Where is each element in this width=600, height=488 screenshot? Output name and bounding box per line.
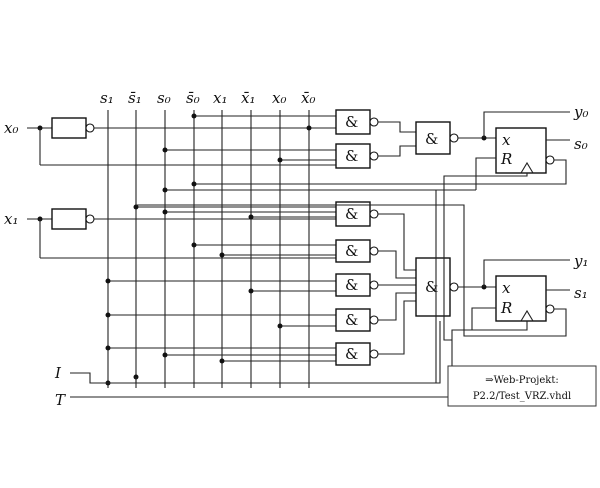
- ff1-r-label: R: [500, 299, 512, 317]
- column-labels: s₁ s̄₁ s₀ s̄₀ x₁ x̄₁ x₀ x̄₀: [100, 89, 315, 107]
- input-x1: x₁: [4, 208, 336, 259]
- inverter-bubble-x0: [85, 123, 95, 133]
- gate-label-8: &: [425, 130, 438, 148]
- output-label-s0: s₀: [574, 135, 588, 153]
- col-label-x0-bar: x̄₀: [301, 89, 315, 107]
- note-line-1: ⇒Web-Projekt:: [485, 375, 559, 386]
- gate-label-4: &: [345, 242, 358, 260]
- output-label-y0: y₀: [573, 103, 589, 121]
- gate-label-7: &: [345, 345, 358, 363]
- buffer-x1: [51, 208, 87, 230]
- col-label-s0-bar: s̄₀: [186, 89, 200, 107]
- output-label-s1: s₁: [574, 284, 588, 302]
- buffer-x0: [51, 117, 87, 139]
- gate-label-2: &: [345, 147, 358, 165]
- nand-gate-2: [335, 143, 371, 169]
- col-label-x1: x₁: [213, 89, 227, 107]
- col-label-s0: s₀: [157, 89, 171, 107]
- bus-lines: [107, 110, 310, 388]
- flipflop-1-box: [495, 275, 547, 322]
- col-label-x1-bar: x̄₁: [241, 89, 255, 107]
- note-box: [447, 365, 597, 407]
- gate-label-6: &: [345, 311, 358, 329]
- col-label-s1: s₁: [100, 89, 114, 107]
- input-label-I: I: [54, 364, 62, 382]
- web-project-note: ⇒Web-Projekt: P2.2/Test_VRZ.vhdl: [447, 365, 597, 407]
- input-label-x1: x₁: [4, 210, 18, 228]
- control-inputs: I T: [54, 173, 528, 409]
- flipflop-0: y₀ x R s₀: [458, 103, 589, 190]
- nand-gates-stage1: & & & & & & &: [335, 109, 379, 366]
- product-term-wires: [108, 115, 476, 362]
- output-label-y1: y₁: [573, 252, 589, 270]
- gate-label-1: &: [345, 113, 358, 131]
- input-label-x0: x₀: [4, 119, 18, 137]
- ff1-x-label: x: [502, 279, 511, 297]
- col-label-x0: x₀: [272, 89, 286, 107]
- gate-label-3: &: [345, 205, 358, 223]
- flipflop-1: y₁ x R s₁: [136, 204, 589, 337]
- gate-label-5: &: [345, 276, 358, 294]
- col-label-s1-bar: s̄₁: [128, 89, 142, 107]
- ff0-x-label: x: [502, 131, 511, 149]
- note-line-2: P2.2/Test_VRZ.vhdl: [473, 391, 571, 402]
- ff0-r-label: R: [500, 150, 512, 168]
- input-x0: x₀: [4, 117, 336, 166]
- inverter-bubble-x1: [85, 214, 95, 224]
- input-label-T: T: [55, 391, 66, 409]
- gate-label-9: &: [425, 278, 438, 296]
- nand-gates-stage2: & &: [378, 121, 459, 355]
